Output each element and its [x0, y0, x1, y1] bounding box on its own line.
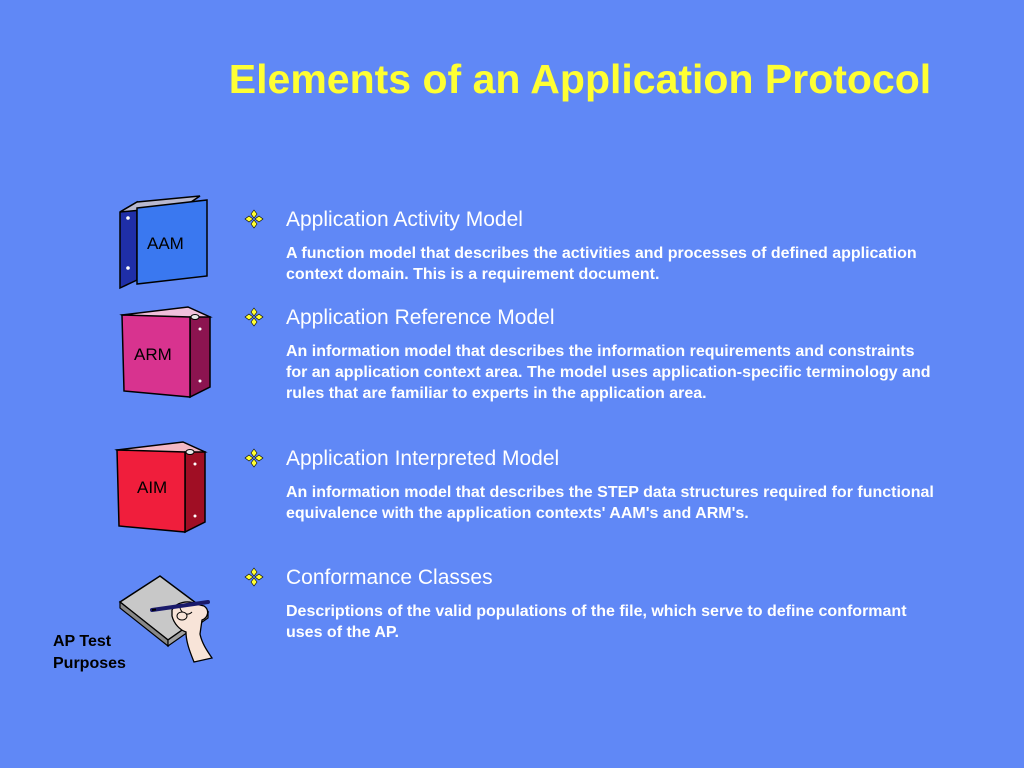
magenta-binder-icon: [119, 306, 213, 399]
diamond-bullet-icon: [244, 448, 264, 468]
binder-label-aim: AIM: [137, 478, 168, 497]
bullet-description: A function model that describes the acti…: [286, 245, 917, 283]
aim-binder: AIM: [113, 440, 209, 536]
bullet-heading-text: Application Reference Model: [286, 306, 555, 329]
bullet-item-aam: Application Activity Model A function mo…: [240, 207, 960, 285]
bullet-heading: Conformance Classes: [240, 565, 960, 591]
bullet-heading: Application Interpreted Model: [240, 446, 960, 472]
aam-binder: AAM: [115, 194, 215, 290]
bullet-heading: Application Reference Model: [240, 305, 960, 331]
bullet-description: Descriptions of the valid populations of…: [286, 603, 907, 641]
bullet-heading-text: Conformance Classes: [286, 566, 493, 589]
bullet-description: An information model that describes the …: [286, 343, 931, 402]
bullet-heading-text: Application Interpreted Model: [286, 447, 560, 470]
red-binder-icon: [114, 441, 208, 534]
notepad-illustration: [116, 572, 220, 664]
binder-label-arm: ARM: [134, 345, 172, 364]
bullet-heading-text: Application Activity Model: [286, 208, 523, 231]
bullet-item-aim: Application Interpreted Model An informa…: [240, 446, 960, 524]
bullet-description: An information model that describes the …: [286, 484, 934, 522]
ap-test-purposes-label: AP Test Purposes: [53, 631, 126, 674]
note-label-line2: Purposes: [53, 654, 126, 672]
bullet-item-arm: Application Reference Model An informati…: [240, 305, 960, 404]
notepad-hand-pen-icon: [118, 575, 214, 663]
arm-binder: ARM: [118, 305, 214, 401]
note-label-line1: AP Test: [53, 633, 112, 650]
bullet-heading: Application Activity Model: [240, 207, 960, 233]
bullet-item-conformance: Conformance Classes Descriptions of the …: [240, 565, 960, 643]
diamond-bullet-icon: [244, 567, 264, 587]
slide-title: Elements of an Application Protocol: [228, 56, 932, 102]
diamond-bullet-icon: [244, 209, 264, 229]
binder-label-aam: AAM: [147, 234, 184, 253]
diamond-bullet-icon: [244, 307, 264, 327]
blue-binder-icon: [119, 195, 208, 290]
